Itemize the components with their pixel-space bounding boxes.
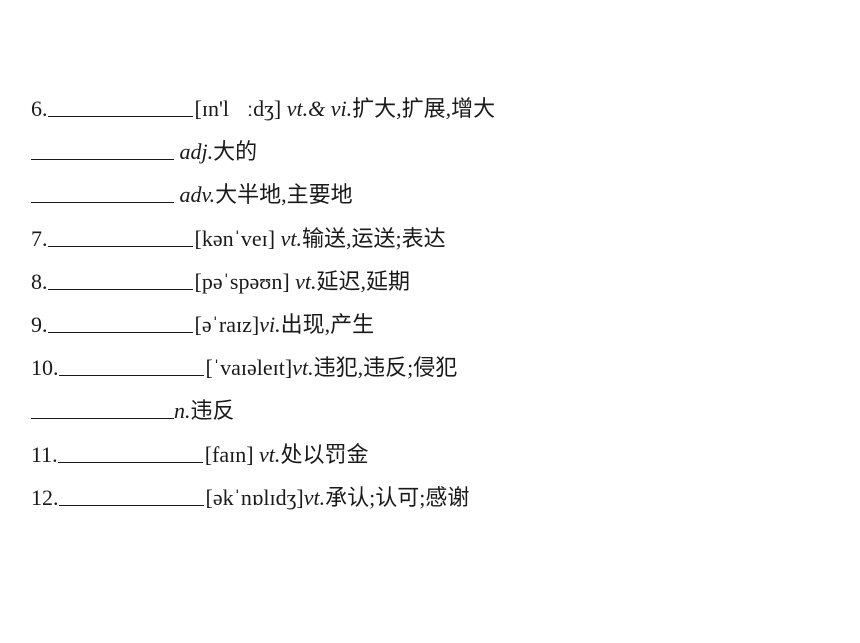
vocab-item-9: 9. [əˈraɪz]vi.出现,产生 bbox=[31, 303, 831, 346]
vocab-item-11: 11. [faɪn] vt.处以罚金 bbox=[31, 433, 831, 476]
answer-blank bbox=[31, 396, 174, 420]
phonetic: [pəˈspəʊn] bbox=[194, 268, 290, 294]
part-of-speech: vt. bbox=[253, 441, 281, 467]
vocab-item-12: 12. [əkˈnɒlɪdʒ]vt.承认;认可;感谢 bbox=[31, 476, 831, 519]
meaning: 扩大,扩展,增大 bbox=[352, 96, 496, 121]
answer-blank bbox=[31, 180, 174, 204]
answer-blank bbox=[58, 353, 204, 377]
meaning: 大的 bbox=[213, 139, 258, 165]
item-number: 8. bbox=[31, 268, 48, 294]
meaning: 延迟,延期 bbox=[316, 268, 411, 294]
vocab-derivative-adv: adv.大半地,主要地 bbox=[31, 173, 831, 216]
answer-blank bbox=[47, 224, 193, 247]
part-of-speech: vt. bbox=[275, 225, 303, 251]
meaning: 出现,产生 bbox=[280, 311, 375, 337]
phonetic: [faɪn] bbox=[204, 441, 254, 467]
phonetic: [kənˈveɪ] bbox=[194, 225, 276, 251]
answer-blank bbox=[47, 310, 193, 333]
item-number: 12. bbox=[31, 484, 59, 510]
phonetic: [əˈraɪz] bbox=[194, 311, 260, 337]
phonetic: [ˈvaɪəleɪt] bbox=[205, 355, 293, 381]
item-number: 6. bbox=[31, 96, 48, 121]
answer-blank bbox=[58, 483, 204, 506]
meaning: 输送,运送;表达 bbox=[302, 225, 446, 251]
meaning: 处以罚金 bbox=[280, 441, 369, 467]
vocab-derivative-adj: adj.大的 bbox=[31, 130, 831, 173]
part-of-speech: vt. bbox=[289, 268, 317, 294]
phonetic-cont: ːdʒ] bbox=[247, 96, 282, 121]
meaning: 大半地,主要地 bbox=[215, 182, 353, 208]
answer-blank bbox=[47, 267, 193, 290]
item-number: 10. bbox=[31, 355, 59, 381]
answer-blank bbox=[47, 94, 193, 117]
meaning: 承认;认可;感谢 bbox=[325, 484, 470, 510]
part-of-speech: adj. bbox=[179, 139, 214, 165]
answer-blank bbox=[57, 440, 203, 463]
part-of-speech: vi. bbox=[259, 311, 281, 337]
vocab-derivative-n: n.违反 bbox=[31, 389, 831, 432]
phonetic: [əkˈnɒlɪdʒ] bbox=[205, 484, 304, 510]
item-number: 9. bbox=[31, 311, 48, 337]
part-of-speech: vt. bbox=[303, 484, 326, 510]
vocab-item-6: 6. [ɪn'l ːdʒ] vt.& vi.扩大,扩展,增大 bbox=[31, 87, 831, 130]
answer-blank bbox=[31, 137, 174, 161]
meaning: 违反 bbox=[190, 398, 235, 424]
part-of-speech: vt.& vi. bbox=[281, 96, 353, 121]
part-of-speech: vt. bbox=[292, 355, 314, 381]
phonetic: [ɪn'l bbox=[194, 96, 230, 121]
meaning: 违犯,违反;侵犯 bbox=[313, 355, 458, 381]
vocab-item-8: 8. [pəˈspəʊn] vt.延迟,延期 bbox=[31, 260, 831, 303]
vocabulary-list: 6. [ɪn'l ːdʒ] vt.& vi.扩大,扩展,增大 adj.大的 adv.… bbox=[31, 87, 831, 519]
vocab-item-10: 10. [ˈvaɪəleɪt]vt.违犯,违反;侵犯 bbox=[31, 346, 831, 389]
part-of-speech: n. bbox=[174, 398, 191, 424]
vocab-item-7: 7. [kənˈveɪ] vt.输送,运送;表达 bbox=[31, 217, 831, 260]
part-of-speech: adv. bbox=[179, 182, 216, 208]
item-number: 11. bbox=[31, 441, 58, 467]
item-number: 7. bbox=[31, 225, 48, 251]
